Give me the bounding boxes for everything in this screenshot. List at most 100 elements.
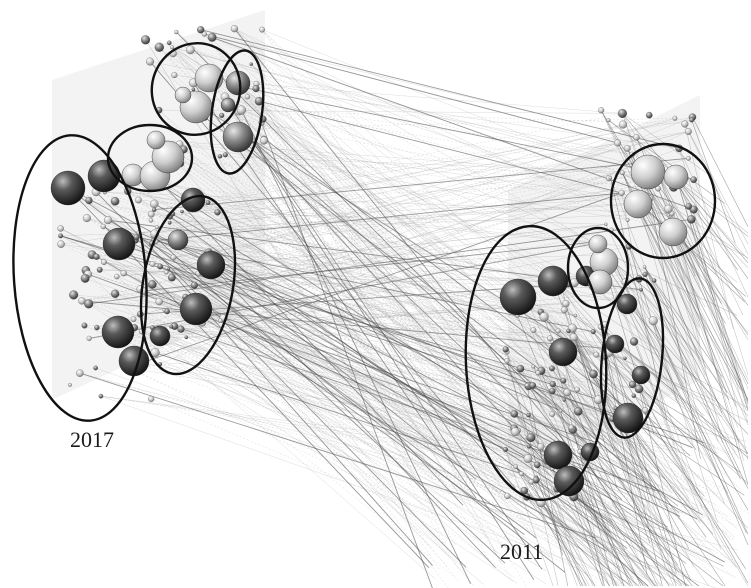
small-node	[237, 106, 246, 115]
small-node	[514, 465, 518, 469]
small-node	[591, 329, 596, 334]
small-node	[94, 254, 100, 260]
small-node	[575, 387, 580, 392]
small-node	[245, 94, 250, 99]
small-node	[561, 307, 567, 313]
left-year-label: 2017	[70, 427, 114, 452]
large-node	[659, 218, 687, 246]
small-node	[620, 170, 625, 175]
small-node	[511, 428, 519, 436]
small-node	[619, 121, 627, 129]
small-node	[547, 336, 553, 342]
small-node	[170, 46, 174, 50]
small-node	[149, 218, 153, 222]
small-node	[146, 58, 154, 66]
small-node	[171, 255, 177, 261]
small-node	[93, 366, 97, 370]
small-node	[531, 365, 535, 369]
small-node	[594, 352, 600, 358]
small-node	[68, 383, 72, 387]
small-node	[525, 383, 529, 387]
large-node	[554, 466, 584, 496]
small-node	[531, 327, 537, 333]
small-node	[609, 176, 612, 179]
small-node	[619, 190, 625, 196]
small-node	[111, 197, 119, 205]
small-node	[185, 336, 188, 339]
small-node	[503, 447, 508, 452]
small-node	[57, 241, 64, 248]
small-node	[685, 128, 692, 135]
small-node	[570, 334, 578, 342]
small-node	[164, 309, 169, 314]
large-node	[632, 366, 650, 384]
small-node	[540, 312, 549, 321]
small-node	[152, 208, 156, 212]
small-node	[104, 216, 112, 224]
large-node	[221, 98, 235, 112]
small-node	[168, 221, 172, 225]
small-node	[549, 411, 555, 417]
right-year-label: 2011	[500, 539, 543, 564]
small-node	[94, 325, 99, 330]
small-node	[114, 274, 119, 279]
small-node	[250, 63, 253, 66]
large-node	[500, 279, 536, 315]
small-node	[208, 33, 216, 41]
small-node	[529, 479, 534, 484]
small-node	[206, 200, 211, 205]
small-node	[569, 425, 574, 430]
large-node	[197, 251, 225, 279]
small-node	[681, 121, 688, 128]
small-node	[84, 299, 93, 308]
small-node	[99, 394, 103, 398]
small-node	[148, 211, 154, 217]
small-node	[686, 203, 692, 209]
small-node	[191, 282, 198, 289]
large-node	[631, 155, 665, 189]
small-node	[174, 30, 178, 34]
small-node	[167, 41, 171, 45]
small-node	[135, 197, 141, 203]
small-node	[218, 154, 222, 158]
small-node	[155, 43, 164, 52]
small-node	[563, 389, 570, 396]
small-node	[630, 338, 638, 346]
edge-line	[653, 321, 748, 545]
small-node	[511, 410, 518, 417]
small-node	[171, 72, 177, 78]
small-node	[101, 259, 107, 265]
small-node	[559, 409, 562, 412]
large-node	[549, 338, 577, 366]
small-node	[150, 200, 158, 208]
small-node	[598, 107, 604, 113]
small-node	[642, 407, 648, 413]
small-node	[178, 326, 185, 333]
small-node	[549, 366, 555, 372]
small-node	[537, 443, 544, 450]
small-node	[157, 264, 163, 270]
small-node	[111, 290, 119, 298]
large-node	[102, 316, 134, 348]
small-node	[530, 382, 536, 388]
small-node	[604, 223, 607, 226]
small-node	[519, 471, 524, 476]
small-node	[626, 218, 630, 222]
small-node	[550, 381, 556, 387]
small-node	[646, 112, 652, 118]
small-node	[686, 156, 690, 160]
small-node	[632, 394, 636, 398]
large-node	[180, 293, 212, 325]
small-node	[639, 288, 642, 291]
large-node	[147, 131, 165, 149]
small-node	[81, 274, 90, 283]
small-node	[219, 113, 224, 118]
small-node	[169, 325, 173, 329]
large-node	[544, 441, 572, 469]
large-node	[103, 228, 135, 260]
small-node	[82, 323, 88, 329]
small-node	[614, 140, 621, 147]
small-node	[618, 109, 627, 118]
small-node	[690, 177, 696, 183]
small-node	[635, 385, 643, 393]
